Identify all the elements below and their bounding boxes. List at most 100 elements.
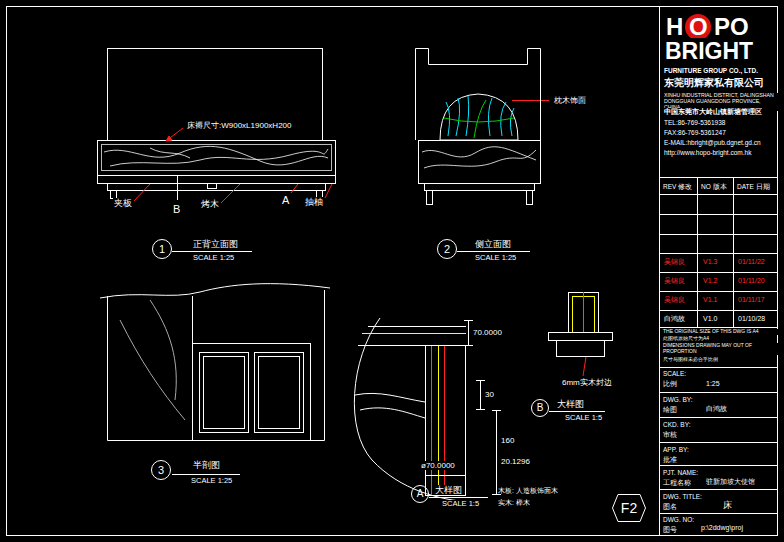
title-block-grid-part [659, 6, 660, 536]
part-label: A [281, 194, 290, 207]
company-logo: PO [713, 13, 750, 41]
detail-a-part [354, 318, 470, 502]
revision-cell: 01/11/17 [737, 296, 766, 304]
revision-cell: V1.0 [702, 315, 718, 323]
view-callout-circle: 3 [151, 460, 171, 480]
title-block-cell: 审核 [662, 431, 678, 439]
front-elevation-part [177, 176, 178, 200]
company-info: E-MAIL:hbright@pub.dgnet.gd.cn [663, 139, 762, 146]
front-elevation-part [98, 141, 336, 184]
detail-a-part [355, 393, 425, 418]
title-block-grid-part [659, 442, 778, 443]
dimension-text: 20.1296 [500, 457, 531, 466]
section-view [100, 284, 330, 441]
company-info: 东莞明辉家私有限公司 [663, 78, 765, 89]
title-block-grid-part [659, 310, 778, 311]
title-block-cell: 床 [722, 500, 733, 510]
drawing-note: THE ORIGINAL SIZE OF THIS DWG IS A4 [662, 329, 779, 335]
title-block-cell: APP. BY: [662, 446, 690, 453]
section-view-part [100, 284, 330, 298]
part-label: 烤木 [200, 199, 220, 209]
revision-cell: 吴锦良 [663, 296, 686, 304]
side-elevation-part [425, 184, 535, 191]
company-info: http://www.hopo-bright.com.hk [663, 149, 752, 156]
detail-a-part [431, 346, 432, 495]
leader-lines [134, 101, 586, 377]
pillow-decoration-part [446, 96, 514, 136]
leader-lines-part [166, 136, 172, 141]
company-logo: BRIGHT [664, 38, 754, 64]
revision-cell: V1.2 [702, 277, 718, 285]
detail-b-part [557, 341, 605, 357]
title-block-cell: SCALE: [662, 370, 687, 377]
drawing-note: 尺寸与图样未必合乎比例 [662, 357, 719, 363]
view-callout-circle: B [531, 399, 549, 417]
revision-cell: 白鸿故 [663, 315, 686, 323]
detail-a-part [426, 346, 466, 496]
title-block-grid-part [733, 177, 734, 327]
title-block-grid [659, 6, 778, 536]
front-elevation-part [108, 184, 326, 191]
title-block-grid-part [659, 177, 778, 178]
front-elevation [97, 49, 336, 201]
title-block-cell: PJT. NAME: [662, 469, 699, 476]
side-elevation-part [527, 191, 533, 205]
dimension-text: 30 [484, 390, 495, 399]
section-view-part [108, 290, 325, 441]
sheet-number-tag: F2 [612, 494, 646, 522]
title-block-grid-part [697, 177, 698, 327]
title-block-grid-part [659, 513, 778, 514]
title-block-grid-part [659, 367, 778, 368]
part-label: 床褥尺寸:W900xL1900xH200 [186, 121, 293, 130]
view-title: 正背立面图 [192, 239, 239, 249]
revision-cell: 01/11/22 [737, 258, 766, 266]
side-elevation-part [416, 49, 541, 141]
part-label: 抽柚 [304, 197, 324, 207]
callout-number: 3 [158, 465, 164, 476]
detail-a [354, 318, 501, 502]
title-block-cell: 白鸿故 [705, 405, 728, 413]
revision-cell: 吴锦良 [663, 277, 686, 285]
detail-note: 木板: 人造板饰面木 [497, 487, 559, 494]
view-underlines [172, 252, 605, 498]
tag-outline-path [613, 495, 646, 522]
leader-lines-part [166, 128, 183, 141]
title-block-cell: 图号 [662, 526, 678, 534]
revision-cell: 01/10/28 [737, 315, 766, 323]
pillow-decoration-part [440, 94, 518, 140]
title-block-cell: CKD. BY: [662, 421, 691, 428]
detail-note: SCALE 1:5 [564, 414, 603, 423]
view-underlines-part [172, 474, 240, 475]
title-block-grid-part [659, 253, 778, 254]
detail-b-part [583, 292, 584, 332]
callout-number: A [417, 489, 424, 499]
title-block-grid-part [659, 194, 778, 195]
side-elevation [416, 49, 541, 205]
callout-number: 1 [159, 244, 165, 255]
leader-lines-part [583, 357, 586, 376]
revision-cell: 吴锦良 [663, 258, 686, 266]
view-title: 侧立面图 [474, 239, 512, 249]
pillow-decoration-part [444, 100, 514, 138]
cad-drawing-part [7, 7, 778, 536]
leader-lines-part [134, 184, 150, 201]
revision-cell: V1.3 [702, 258, 718, 266]
logo-red-circle [685, 14, 711, 40]
title-block-grid-part [659, 392, 778, 393]
detail-b [549, 292, 613, 357]
dimension-text: 70.0000 [472, 328, 503, 337]
company-logo: H [665, 13, 684, 41]
revision-cell: V1.1 [702, 296, 718, 304]
company-info: FURNITURE GROUP CO., LTD. [663, 67, 759, 74]
side-elevation-part [422, 147, 536, 168]
title-block-cell: 绘图 [662, 406, 678, 414]
view-title: SCALE 1:25 [474, 254, 517, 263]
front-elevation-part [108, 49, 323, 141]
leader-lines-part [291, 184, 298, 193]
company-info: FAX:86-769-5361247 [663, 129, 727, 136]
revision-cell: REV 修改 [662, 183, 693, 190]
detail-note: 大样图 [556, 399, 585, 409]
revision-cell: 01/11/20 [737, 277, 766, 285]
title-block-grid-part [659, 327, 778, 328]
